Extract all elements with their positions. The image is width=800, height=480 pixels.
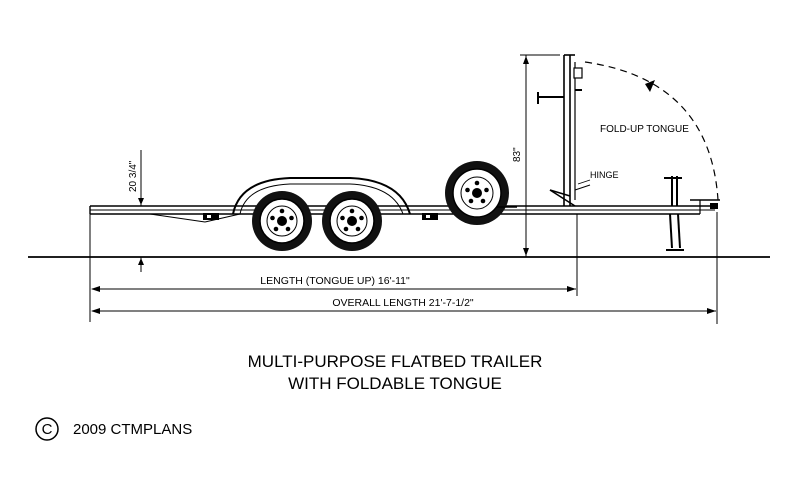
overall-length-label: OVERALL LENGTH 21'-7-1/2" — [332, 297, 474, 309]
fold-arrow — [645, 80, 655, 92]
fold-up-tongue-label: FOLD-UP TONGUE — [600, 124, 689, 135]
wheel-rear — [252, 191, 312, 251]
wheel-front — [322, 191, 382, 251]
copyright-symbol: C — [42, 421, 53, 438]
height-83-label: 83" — [512, 147, 523, 162]
deck-height-dimension — [138, 150, 144, 272]
overall-length-dimension — [91, 308, 716, 314]
height-dimension — [520, 54, 560, 257]
trailer-frame — [89, 199, 720, 223]
spare-tire — [445, 161, 517, 225]
copyright-text: 2009 CTMPLANS — [73, 421, 192, 438]
title-line-1: MULTI-PURPOSE FLATBED TRAILER — [248, 352, 543, 371]
hinge-label: HINGE — [590, 170, 619, 180]
fender — [232, 177, 411, 215]
fold-arc — [584, 61, 719, 201]
copyright-mark — [35, 417, 59, 441]
deck-height-label: 20 3/4" — [128, 160, 139, 192]
folded-tongue — [537, 54, 591, 207]
tongue-jack — [664, 176, 684, 251]
length-tongue-up-label: LENGTH (TONGUE UP) 16'-11" — [260, 275, 410, 287]
length-tongue-up-dimension — [91, 286, 576, 292]
title-line-2: WITH FOLDABLE TONGUE — [288, 374, 502, 393]
